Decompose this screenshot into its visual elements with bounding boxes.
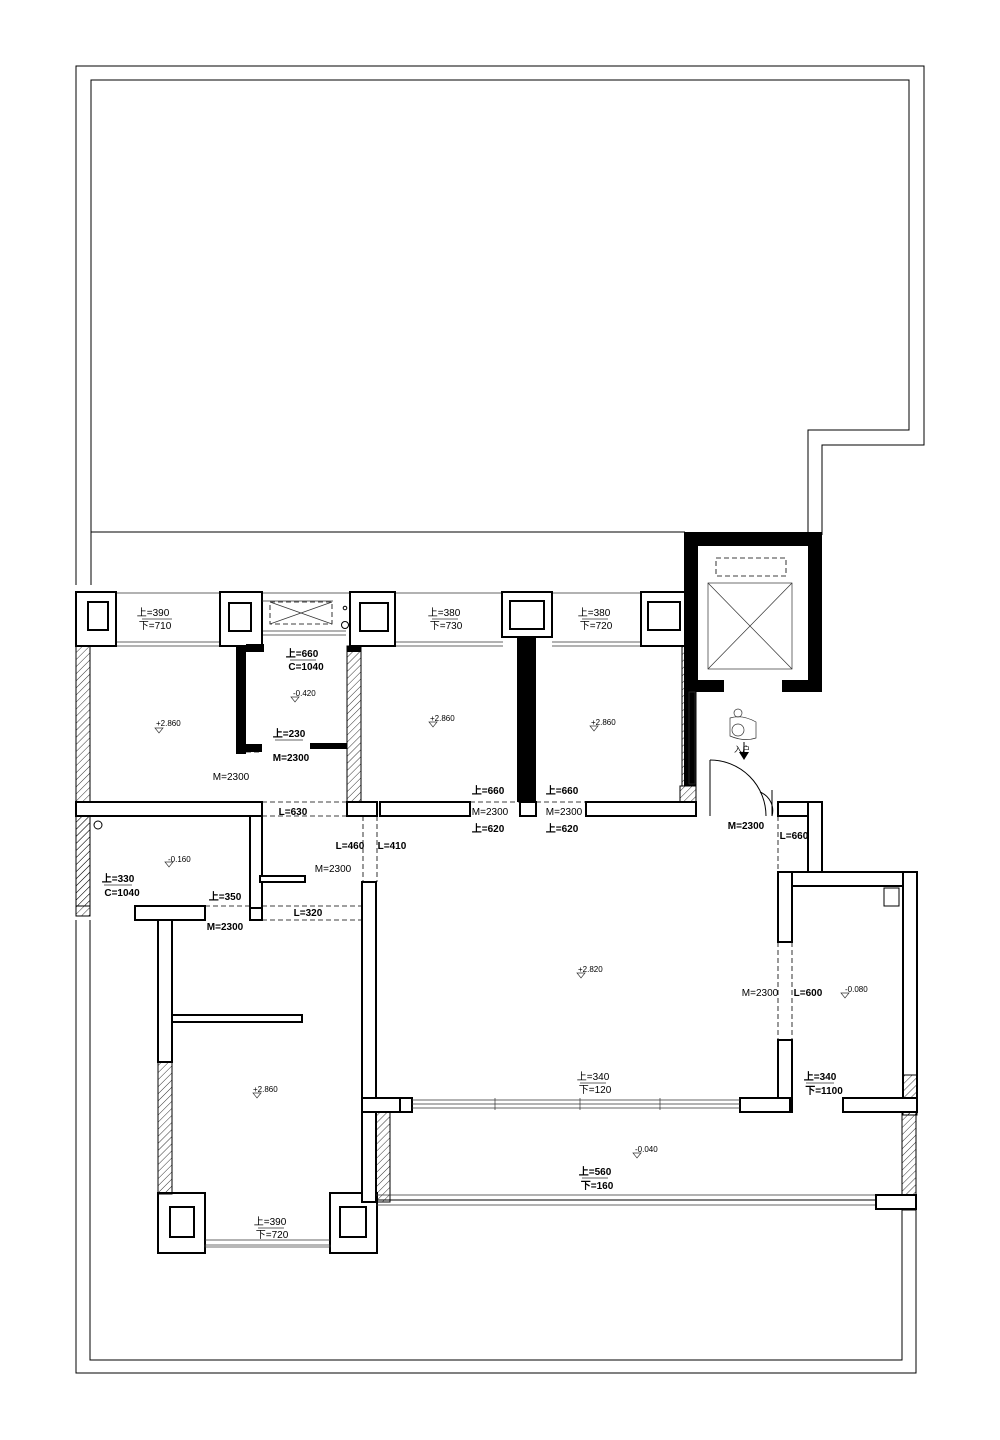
door-label: M=2300	[742, 988, 779, 999]
svg-text:-0.040: -0.040	[635, 1145, 658, 1154]
elevation-marker: -0.040	[632, 1145, 658, 1159]
window-label: C=1040	[288, 662, 324, 673]
window-label: 上=560	[579, 1165, 612, 1178]
elevation-marker: +2.860	[428, 714, 455, 728]
column-inner	[509, 600, 545, 630]
window-label: C=1040	[104, 888, 140, 899]
column-inner	[359, 602, 389, 632]
entrance-text: 入户	[734, 744, 750, 754]
elevation-marker: +2.860	[154, 719, 181, 734]
door-label: 上=660	[472, 784, 505, 797]
window-label: 下=730	[430, 621, 463, 632]
mid-horizontal-wall	[75, 785, 823, 817]
opening-label: L=600	[794, 988, 823, 999]
elevation-marker: -0.420	[290, 689, 316, 703]
column-inner	[339, 1206, 367, 1238]
elevation-marker: +2.860	[589, 718, 616, 732]
elevation-marker: +2.860	[252, 1085, 278, 1099]
door-label: M=2300	[213, 772, 250, 783]
right-walls	[361, 801, 918, 1116]
dashed-openings	[205, 751, 793, 1040]
door-label: M=2300	[472, 807, 509, 818]
window-label: 下=160	[581, 1180, 614, 1192]
upper-balcony	[91, 592, 685, 647]
window-label: 下=720	[256, 1230, 289, 1241]
hatched-wall	[157, 1061, 173, 1195]
svg-text:-0.420: -0.420	[293, 689, 316, 698]
small-bath-walls	[75, 605, 349, 921]
entrance-door	[709, 759, 774, 817]
column-inner	[169, 1206, 195, 1238]
elevation-marker: +2.820	[576, 965, 603, 979]
door-label: 上=620	[472, 822, 505, 835]
door-label: M=2300	[207, 922, 244, 933]
hatched-wall	[679, 785, 697, 803]
window-label: 上=390	[137, 607, 170, 619]
window-label: 下=120	[579, 1085, 612, 1096]
window-label: 上=340	[804, 1070, 837, 1083]
bottom-balcony	[361, 1111, 917, 1211]
elevation-marker: -0.160	[164, 855, 191, 868]
door-label: 上=620	[546, 822, 579, 835]
opening-label: L=320	[294, 908, 323, 919]
svg-text:-0.160: -0.160	[168, 855, 191, 864]
window-label: 上=660	[286, 647, 319, 660]
window-label: 上=340	[577, 1071, 610, 1083]
door-label: M=2300	[728, 821, 765, 832]
window-label: 上=380	[578, 607, 611, 619]
window-label: 上=350	[209, 890, 242, 903]
svg-text:+2.860: +2.860	[156, 719, 181, 728]
door-label: M=2300	[546, 807, 583, 818]
window-label: 下=1100	[805, 1085, 843, 1097]
column-inner	[87, 601, 109, 631]
door-label: 上=230	[273, 727, 306, 740]
svg-text:+2.860: +2.860	[591, 718, 616, 727]
opening-label: L=460	[336, 841, 365, 852]
opening-label: L=660	[780, 831, 809, 842]
opening-annotations: 上=390 下=710 上=380 下=730 上=380 下=720 上=66…	[102, 607, 843, 1241]
upper-room-walls	[75, 637, 697, 907]
hatched-wall	[375, 1111, 391, 1203]
column-inner	[228, 602, 252, 632]
svg-text:+2.820: +2.820	[578, 965, 603, 974]
opening-label: L=410	[378, 841, 407, 852]
svg-text:+2.860: +2.860	[253, 1085, 278, 1094]
elevation-markers: +2.860 -0.420 +2.860 +2.860 -0.160 +2.82…	[154, 689, 868, 1159]
window-label: 下=710	[139, 621, 172, 632]
window-label: 上=330	[102, 872, 135, 885]
window-label: 上=380	[428, 607, 461, 619]
column-inner	[647, 601, 681, 631]
opening-label: L=630	[279, 807, 308, 818]
svg-text:-0.080: -0.080	[845, 985, 868, 994]
window-label: 下=720	[580, 621, 613, 632]
door-label: 上=660	[546, 784, 579, 797]
elevator-shaft	[262, 532, 822, 692]
hatched-wall	[75, 815, 91, 917]
hatched-wall	[346, 645, 362, 812]
svg-text:+2.860: +2.860	[430, 714, 455, 723]
elevation-marker: -0.080	[840, 985, 868, 999]
entrance-icon: 入户	[729, 708, 757, 760]
door-label: M=2300	[273, 753, 310, 764]
columns	[75, 591, 686, 1254]
outer-boundary	[75, 65, 925, 1374]
door-label: M=2300	[315, 864, 352, 875]
window-label: 上=390	[254, 1216, 287, 1228]
